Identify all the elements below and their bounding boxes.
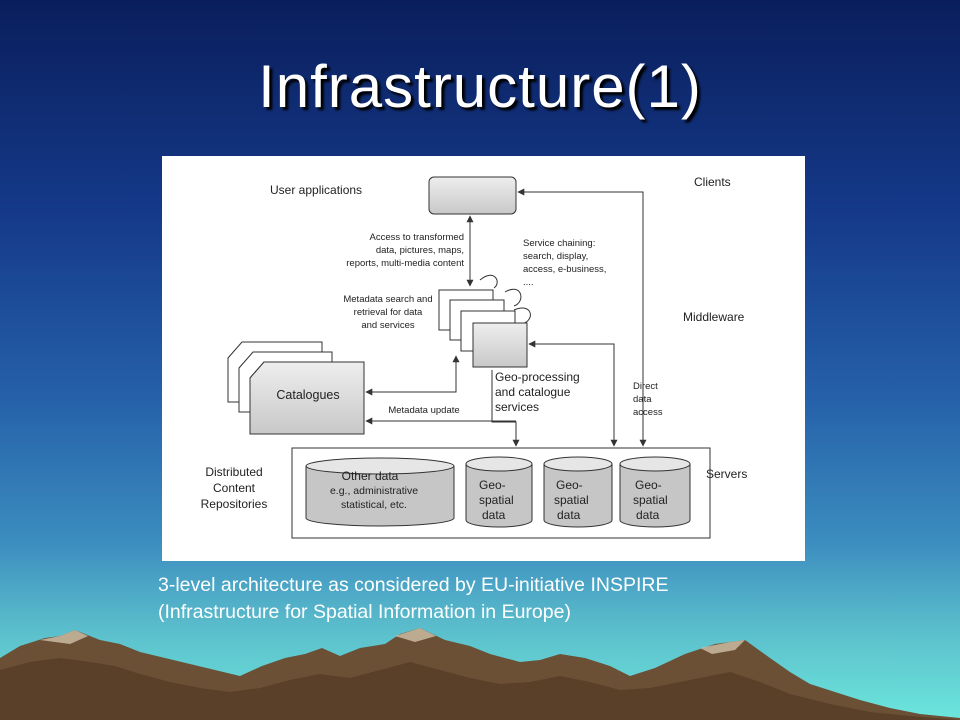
svg-text:Repositories: Repositories	[201, 497, 268, 511]
svg-text:Distributed: Distributed	[205, 465, 262, 479]
tier-servers-label: Servers	[706, 467, 747, 481]
slide-title: Infrastructure(1)	[258, 53, 702, 120]
architecture-figure: Clients Middleware Servers User applicat…	[162, 156, 805, 561]
svg-text:spatial: spatial	[554, 493, 589, 507]
svg-text:Metadata search and: Metadata search and	[343, 294, 432, 305]
figure-caption: 3-level architecture as considered by EU…	[158, 572, 668, 626]
caption-line-1: 3-level architecture as considered by EU…	[158, 574, 669, 596]
svg-text:Direct: Direct	[633, 381, 658, 392]
geo-spatial-cylinder-2: Geo- spatial data	[543, 456, 613, 528]
other-data-description: e.g., administrative statistical, etc.	[330, 485, 418, 511]
svg-text:Content: Content	[213, 481, 256, 495]
metadata-search-arrow	[365, 355, 460, 396]
svg-text:data, pictures, maps,: data, pictures, maps,	[376, 245, 464, 256]
svg-text:data: data	[636, 508, 660, 522]
metadata-search-label: Metadata search and retrieval for data a…	[343, 294, 432, 331]
middleware-service-stack	[438, 274, 531, 368]
svg-text:Geo-: Geo-	[635, 478, 662, 492]
svg-text:services: services	[495, 400, 539, 414]
architecture-diagram: Clients Middleware Servers User applicat…	[201, 175, 747, 539]
tier-middleware-label: Middleware	[683, 310, 745, 324]
access-label: Access to transformed data, pictures, ma…	[346, 232, 464, 269]
svg-text:Geo-: Geo-	[479, 478, 506, 492]
svg-text:data: data	[482, 508, 506, 522]
other-data-cylinder	[305, 457, 455, 527]
svg-text:data: data	[557, 508, 581, 522]
svg-text:access, e-business,: access, e-business,	[523, 264, 606, 275]
svg-text:search, display,: search, display,	[523, 251, 588, 262]
other-data-title: Other data	[342, 469, 399, 483]
svg-text:Access to transformed: Access to transformed	[369, 232, 464, 243]
svg-text:e.g., administrative: e.g., administrative	[330, 485, 418, 497]
catalogues-stack	[227, 341, 365, 435]
svg-text:and services: and services	[361, 320, 415, 331]
direct-access-arrow	[517, 188, 647, 447]
servers-container	[291, 447, 711, 539]
tier-clients-label: Clients	[694, 175, 731, 189]
svg-text:spatial: spatial	[479, 493, 514, 507]
service-chaining-label: Service chaining: search, display, acces…	[523, 238, 606, 288]
direct-access-label: Direct data access	[633, 381, 663, 418]
mountain-landscape	[0, 628, 960, 720]
user-application-box	[428, 176, 517, 215]
middleware-to-servers-arrow	[492, 421, 520, 447]
svg-text:reports, multi-media content: reports, multi-media content	[346, 258, 464, 269]
user-applications-label: User applications	[270, 183, 362, 197]
svg-text:retrieval for data: retrieval for data	[354, 307, 423, 318]
geo-spatial-cylinder-3: Geo- spatial data	[619, 456, 691, 528]
distributed-repositories-label: Distributed Content Repositories	[201, 465, 268, 511]
svg-text:access: access	[633, 407, 663, 418]
svg-text:....: ....	[523, 277, 534, 288]
svg-text:data: data	[633, 394, 652, 405]
svg-text:statistical, etc.: statistical, etc.	[341, 499, 407, 511]
svg-text:Geo-: Geo-	[556, 478, 583, 492]
svg-text:and catalogue: and catalogue	[495, 385, 571, 399]
svg-text:spatial: spatial	[633, 493, 668, 507]
catalogues-label: Catalogues	[276, 388, 339, 402]
metadata-update-label: Metadata update	[388, 405, 459, 416]
geo-processing-label: Geo-processing and catalogue services	[495, 370, 580, 414]
geo-spatial-cylinder-1: Geo- spatial data	[465, 456, 533, 528]
svg-text:Service chaining:: Service chaining:	[523, 238, 595, 249]
svg-text:Geo-processing: Geo-processing	[495, 370, 580, 384]
caption-line-2: (Infrastructure for Spatial Information …	[158, 601, 571, 623]
